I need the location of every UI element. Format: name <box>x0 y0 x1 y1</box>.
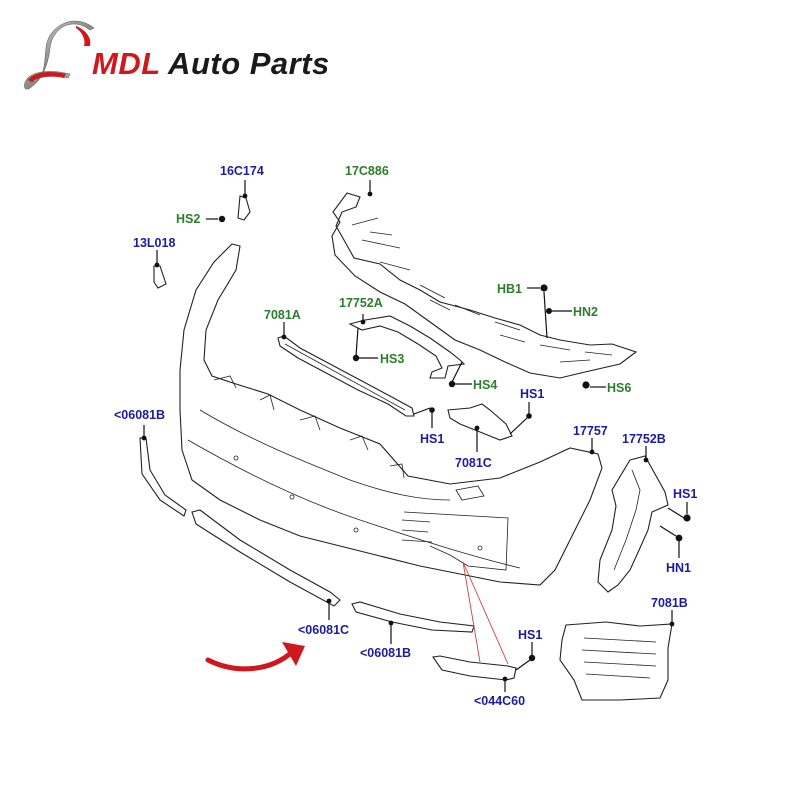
callout-17c886[interactable]: 17C886 <box>345 164 389 178</box>
part-06081b-center-strip <box>351 601 475 633</box>
part-17757-bumper <box>179 243 603 586</box>
swoosh-logo-icon <box>24 20 95 90</box>
brand-name: MDL Auto Parts <box>92 46 330 82</box>
callout-hs3[interactable]: HS3 <box>380 352 405 366</box>
callout-hs1-b[interactable]: HS1 <box>520 387 545 401</box>
callout-06081c[interactable]: <06081C <box>298 623 350 637</box>
part-17c886-undershield <box>331 192 638 379</box>
part-06081b-left-strip <box>139 437 341 607</box>
part-044c60-trim <box>432 561 517 681</box>
callout-7081b[interactable]: 7081B <box>651 596 688 610</box>
callout-17752a[interactable]: 17752A <box>339 296 383 310</box>
part-16c174-clip <box>237 195 251 221</box>
leader-lines <box>141 180 691 692</box>
part-13l018-clip <box>153 265 167 289</box>
callout-hn2[interactable]: HN2 <box>573 305 599 319</box>
callout-17752b[interactable]: 17752B <box>622 432 666 446</box>
callout-06081b-center[interactable]: <06081B <box>360 646 412 660</box>
callout-hs2[interactable]: HS2 <box>176 212 201 226</box>
callout-044c60[interactable]: <044C60 <box>474 694 526 708</box>
brand-logo: MDL Auto Parts <box>20 18 360 98</box>
callout-7081c[interactable]: 7081C <box>455 456 492 470</box>
part-7081a-strip <box>277 335 415 417</box>
callout-17757[interactable]: 17757 <box>573 424 608 438</box>
part-7081b-grille <box>559 621 673 701</box>
curved-red-arrow-icon <box>205 642 305 672</box>
brand-name-highlight: MDL <box>92 46 161 81</box>
callout-16c174[interactable]: 16C174 <box>220 164 264 178</box>
callout-hs1-c[interactable]: HS1 <box>673 487 698 501</box>
callout-06081b-left[interactable]: <06081B <box>114 408 166 422</box>
callout-hs1-d[interactable]: HS1 <box>518 628 543 642</box>
callout-hs4[interactable]: HS4 <box>473 378 498 392</box>
callout-hn1[interactable]: HN1 <box>666 561 692 575</box>
callout-hs1-a[interactable]: HS1 <box>420 432 445 446</box>
callout-7081a[interactable]: 7081A <box>264 308 301 322</box>
part-17752b-bracket <box>597 455 669 593</box>
part-7081c-bracket <box>447 403 513 441</box>
callout-hs6[interactable]: HS6 <box>607 381 632 395</box>
callout-hb1[interactable]: HB1 <box>497 282 523 296</box>
brand-name-rest: Auto Parts <box>160 46 330 81</box>
callout-13l018[interactable]: 13L018 <box>133 236 176 250</box>
